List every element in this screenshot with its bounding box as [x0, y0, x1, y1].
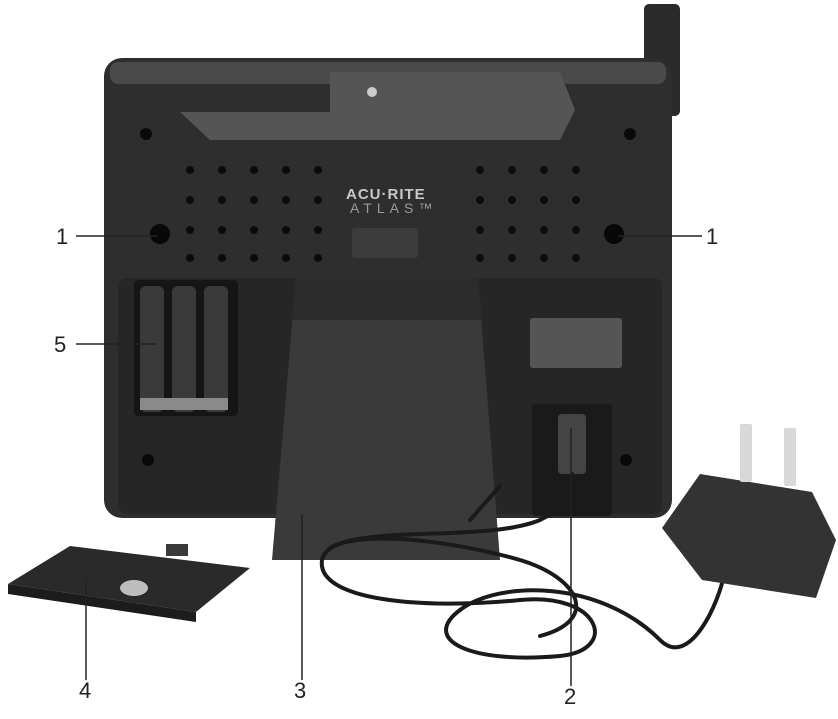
- power-cord: [319, 472, 726, 660]
- callout-label-2: 2: [564, 684, 577, 709]
- power-plug: [558, 414, 586, 474]
- screw-hole-top-left: [140, 128, 152, 140]
- stand-shadow: [292, 278, 482, 320]
- stand-latch: [352, 228, 418, 258]
- product-label: [530, 318, 622, 368]
- callout-label-3: 3: [294, 678, 307, 703]
- product-logo: ATLAS™: [350, 200, 438, 216]
- screw-hole-top-right: [624, 128, 636, 140]
- battery-terminals: [140, 398, 228, 410]
- callout-label-1-left: 1: [56, 224, 69, 249]
- screw-hole-bottom-left: [142, 454, 154, 466]
- battery-cover-edge: [8, 584, 196, 622]
- leader-lines: [76, 235, 702, 686]
- callout-label-5: 5: [54, 332, 67, 357]
- mount-bracket: [180, 72, 575, 140]
- wall-mount-hole-right: [604, 224, 624, 244]
- battery-2: [172, 286, 196, 412]
- battery-1: [140, 286, 164, 412]
- callout-label-4: 4: [79, 678, 92, 703]
- bracket-screw: [367, 87, 377, 97]
- battery-cover-clip: [166, 544, 188, 556]
- brand-logo: ACU·RITE: [346, 186, 426, 203]
- screw-hole-bottom-right: [620, 454, 632, 466]
- battery-cover: [8, 546, 250, 612]
- battery-3: [204, 286, 228, 412]
- ac-adapter: [662, 474, 836, 598]
- adapter-prong-left: [740, 424, 752, 482]
- adapter-prong-right: [784, 428, 796, 486]
- wall-mount-hole-left: [150, 224, 170, 244]
- callout-label-1-right: 1: [706, 224, 719, 249]
- battery-cover-tab: [120, 580, 148, 596]
- tabletop-stand: [272, 278, 500, 560]
- vent-holes: [186, 166, 580, 262]
